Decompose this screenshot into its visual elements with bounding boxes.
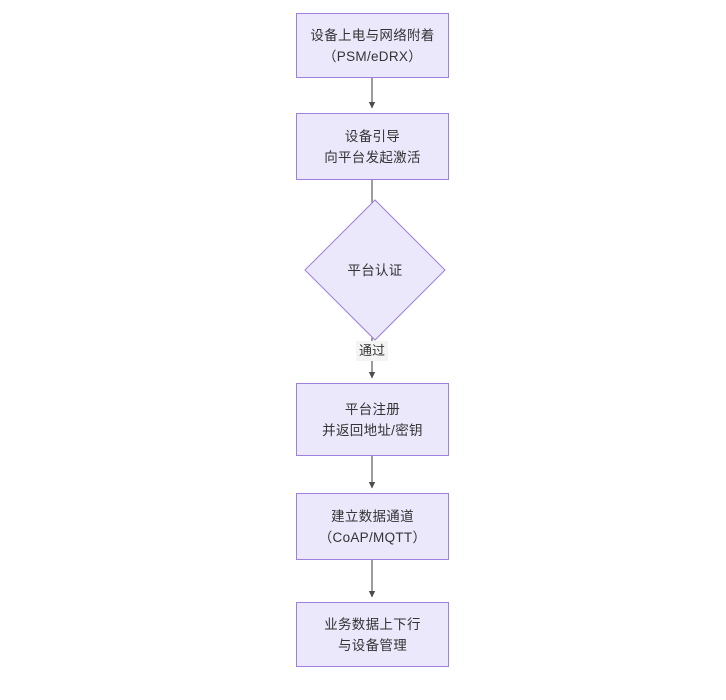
node-platform-register-line-1: 平台注册 xyxy=(344,401,401,417)
node-platform-register[interactable]: 平台注册 并返回地址/密钥 xyxy=(296,383,449,456)
node-platform-register-line-2: 并返回地址/密钥 xyxy=(322,422,423,438)
node-power-on-line-1: 设备上电与网络附着 xyxy=(310,27,435,43)
edge-label-pass: 通过 xyxy=(356,341,389,361)
node-data-channel[interactable]: 建立数据通道 （CoAP/MQTT） xyxy=(296,493,449,560)
node-data-channel-line-2: （CoAP/MQTT） xyxy=(318,529,427,545)
node-bootstrap-line-1: 设备引导 xyxy=(344,128,401,144)
node-bootstrap[interactable]: 设备引导 向平台发起激活 xyxy=(296,113,449,180)
node-bootstrap-line-2: 向平台发起激活 xyxy=(324,149,421,165)
node-data-channel-line-1: 建立数据通道 xyxy=(331,508,414,524)
node-power-on-line-2: （PSM/eDRX） xyxy=(322,48,423,64)
node-business-data-line-2: 与设备管理 xyxy=(338,637,407,653)
node-business-data-line-1: 业务数据上下行 xyxy=(324,616,421,632)
node-business-data[interactable]: 业务数据上下行 与设备管理 xyxy=(296,602,449,667)
node-power-on[interactable]: 设备上电与网络附着 （PSM/eDRX） xyxy=(296,13,449,78)
